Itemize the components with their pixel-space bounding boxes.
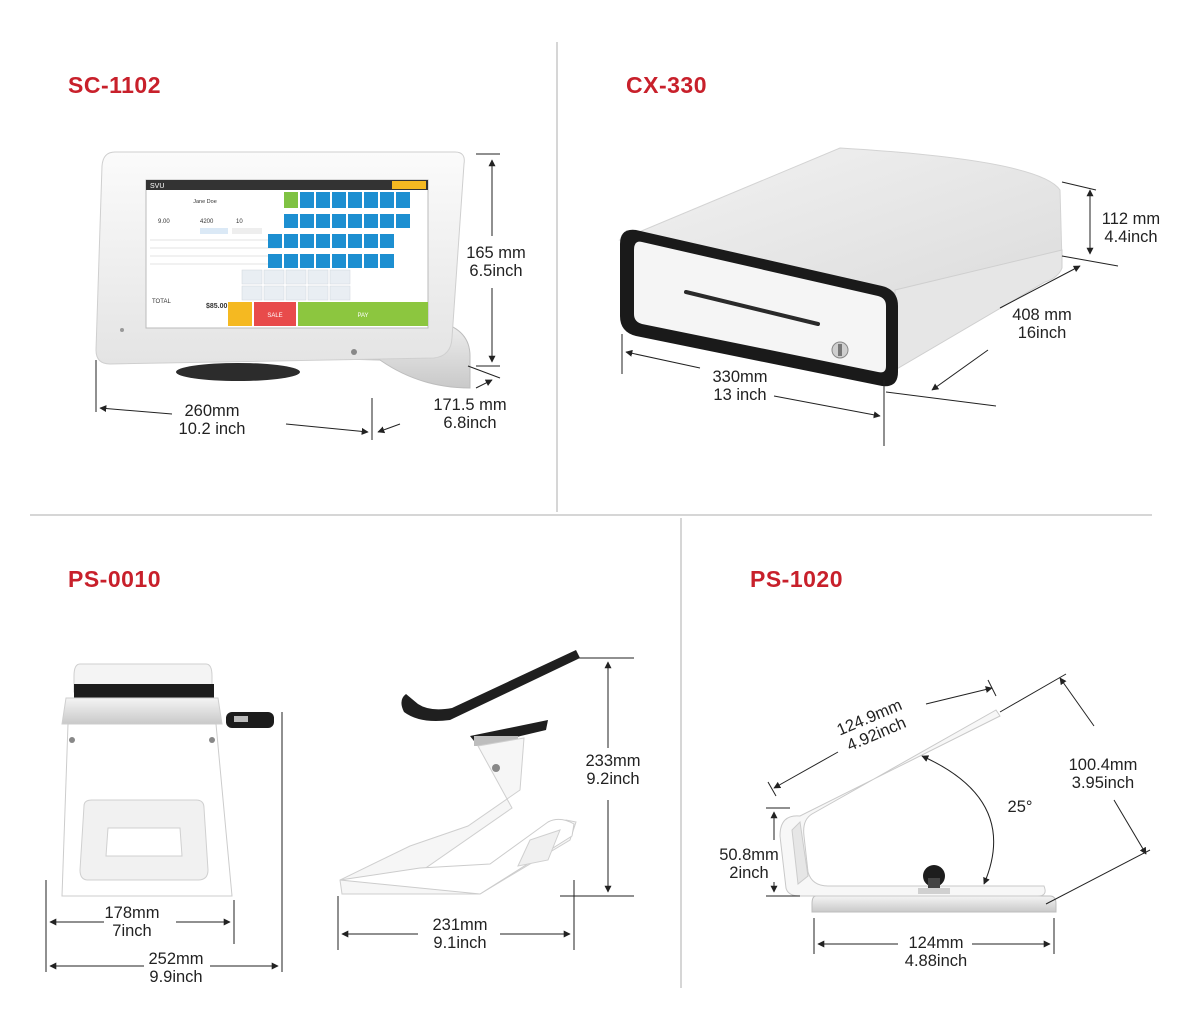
- vertical-divider-top: [556, 42, 558, 512]
- dim-mm: 231mm: [432, 916, 488, 934]
- dim-mm: 330mm: [712, 368, 768, 386]
- ps-1020-base-label: 124mm 4.88inch: [896, 934, 976, 970]
- ps-1020-angle-label: 25°: [1007, 798, 1033, 816]
- ps-0010-height-label: 233mm 9.2inch: [576, 752, 650, 788]
- dim-inch: 9.2inch: [586, 770, 640, 788]
- dim-inch: 9.9inch: [149, 968, 203, 986]
- ps-1020-diagonal-label: 100.4mm 3.95inch: [1060, 756, 1146, 792]
- product-title-ps-1020: PS-1020: [750, 566, 844, 592]
- sc-1102-stand: SVU Jane Doe 9.00 4200 10 TOTAL $85.00: [95, 151, 471, 389]
- screen-pay-label: PAY: [357, 313, 368, 319]
- dim-mm: 50.8mm: [719, 846, 779, 864]
- cx-330-height-label: 112 mm 4.4inch: [1092, 210, 1170, 246]
- vertical-divider-bottom: [680, 518, 682, 988]
- dim-inch: 6.5inch: [469, 262, 523, 280]
- screen-row-b: 4200: [200, 219, 214, 225]
- dim-mm: 171.5 mm: [433, 396, 507, 414]
- dim-mm: 252mm: [148, 950, 204, 968]
- dim-inch: 9.1inch: [433, 934, 487, 952]
- ps-0010-front-dimension-lines: [45, 712, 283, 972]
- dim-mm: 178mm: [104, 904, 160, 922]
- sc-1102-width-label: 260mm 10.2 inch: [172, 402, 252, 438]
- dim-inch: 3.95inch: [1071, 774, 1135, 792]
- dim-mm: 112 mm: [1101, 210, 1161, 228]
- dim-inch: 4.88inch: [904, 952, 968, 970]
- product-title-ps-0010: PS-0010: [68, 566, 162, 592]
- sc-1102-depth-label: 171.5 mm 6.8inch: [420, 396, 520, 432]
- dim-inch: 13 inch: [713, 386, 767, 404]
- dim-inch: 6.8inch: [443, 414, 497, 432]
- screen-row-a: 9.00: [158, 219, 170, 225]
- screen-customer: Jane Doe: [193, 199, 217, 205]
- svg-text:SVU: SVU: [150, 183, 164, 190]
- dim-inch: 16inch: [1017, 324, 1067, 342]
- dim-mm: 165 mm: [466, 244, 526, 262]
- sc-1102-dimension-lines: [95, 153, 501, 440]
- sc-1102-height-label: 165 mm 6.5inch: [466, 244, 526, 280]
- screen-total-value: $85.00: [206, 303, 228, 310]
- ps-1020-height-label: 50.8mm 2inch: [710, 846, 788, 882]
- dim-inch: 4.4inch: [1104, 228, 1158, 246]
- dim-mm: 260mm: [184, 402, 240, 420]
- cx-330-width-label: 330mm 13 inch: [698, 368, 782, 404]
- ps-0010-side-dimension-lines: [337, 657, 634, 950]
- screen-row-c: 10: [236, 219, 243, 225]
- ps-1020-stand: [779, 709, 1057, 913]
- dim-mm: 100.4mm: [1068, 756, 1138, 774]
- dim-inch: 10.2 inch: [178, 420, 246, 438]
- product-title-sc-1102: SC-1102: [68, 72, 162, 98]
- ps-0010-side-view: [339, 650, 580, 895]
- horizontal-divider: [30, 514, 1152, 516]
- cx-330-cash-drawer: [618, 147, 1063, 387]
- ps-0010-inner-width-label: 178mm 7inch: [96, 904, 168, 940]
- cx-330-depth-label: 408 mm 16inch: [1000, 306, 1084, 342]
- product-title-cx-330: CX-330: [626, 72, 707, 98]
- dim-inch: 7inch: [112, 922, 152, 940]
- ps-1020-dimension-lines: [766, 673, 1151, 954]
- cx-330-dimension-lines: [621, 181, 1119, 446]
- dim-mm: 124mm: [908, 934, 964, 952]
- ps-0010-outer-width-label: 252mm 9.9inch: [138, 950, 214, 986]
- dim-inch: 2inch: [729, 864, 769, 882]
- ps-0010-front-view: [61, 663, 274, 897]
- screen-total-label: TOTAL: [152, 299, 171, 305]
- dim-mm: 233mm: [585, 752, 641, 770]
- dim-mm: 408 mm: [1012, 306, 1072, 324]
- screen-sale-label: SALE: [267, 313, 282, 319]
- ps-0010-depth-label: 231mm 9.1inch: [420, 916, 500, 952]
